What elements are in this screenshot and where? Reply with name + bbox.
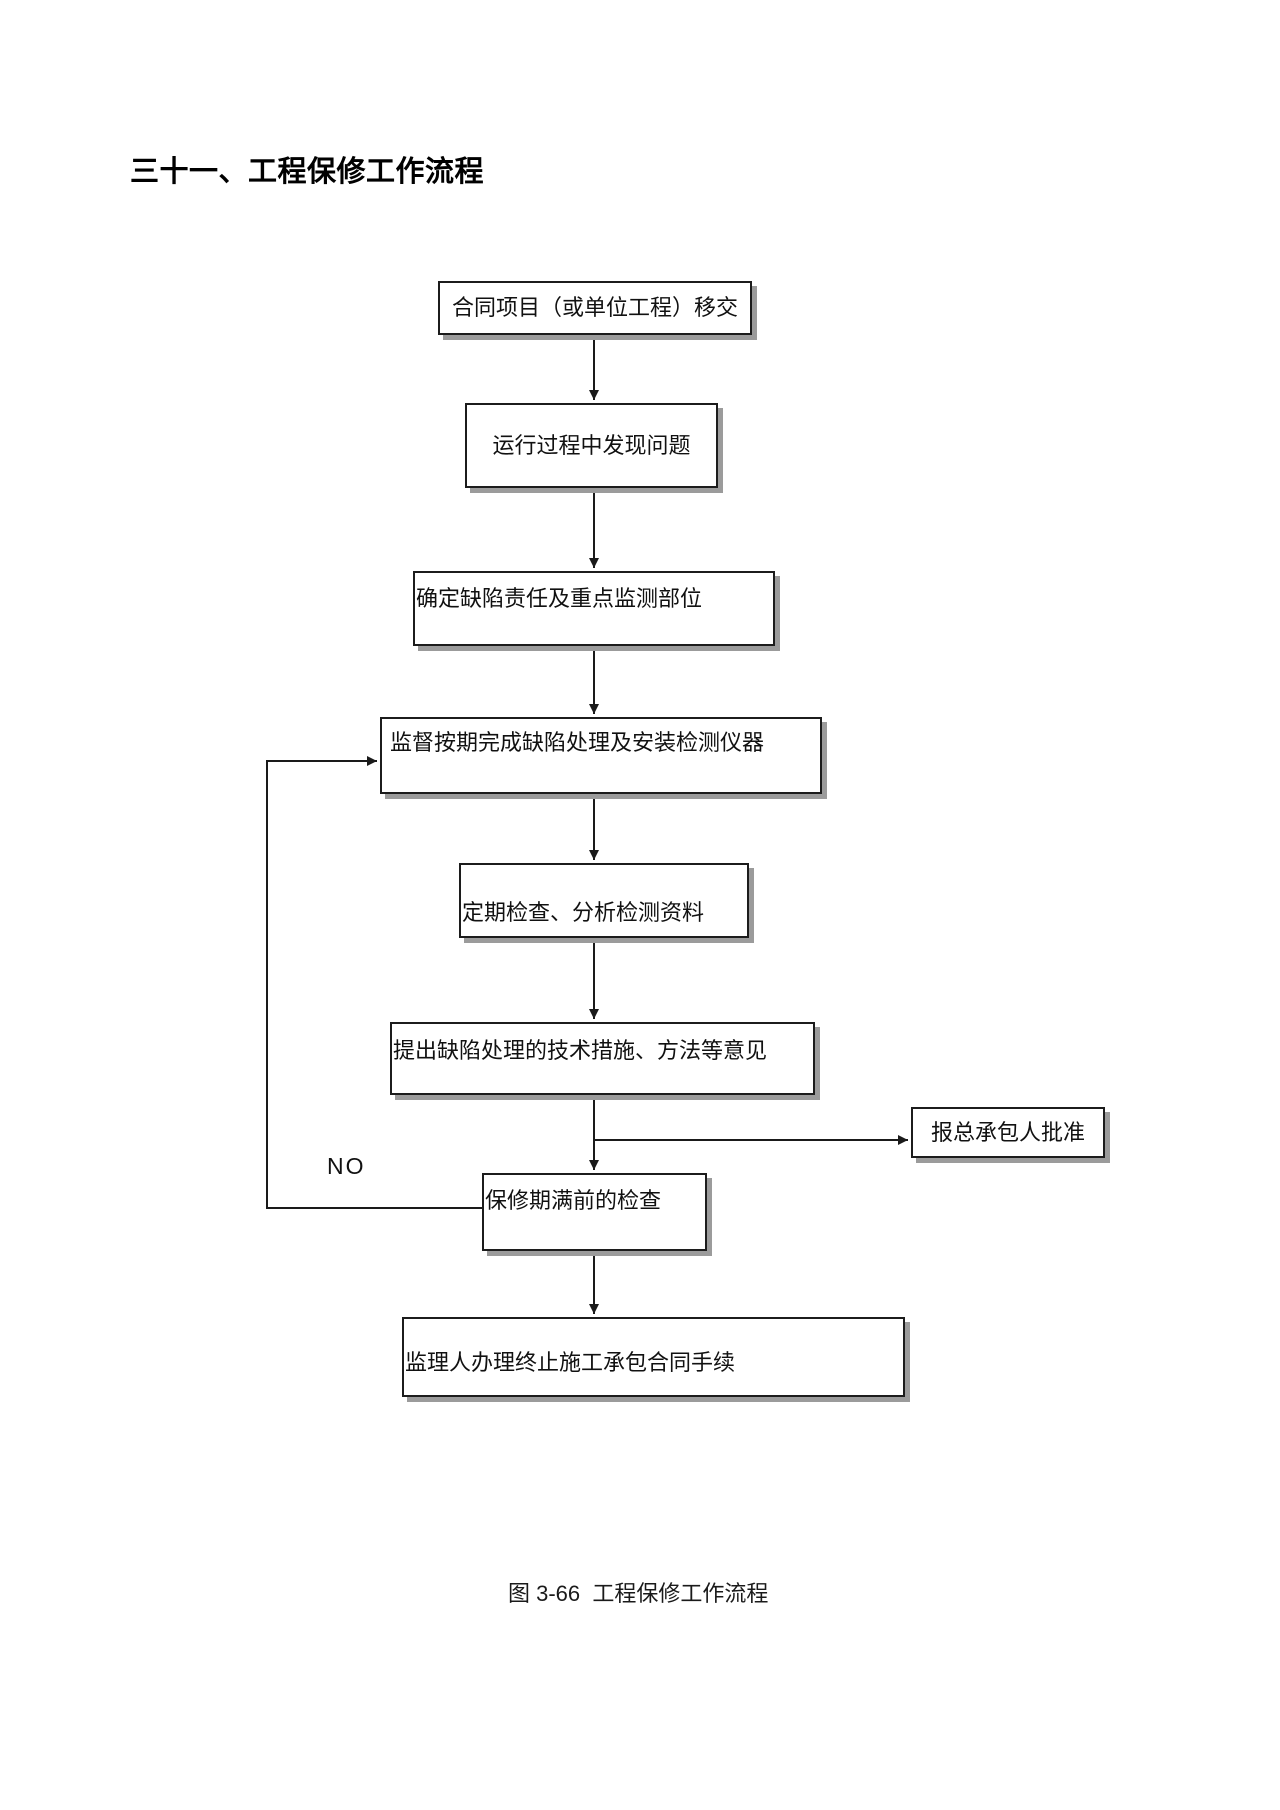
figure-caption: 图 3-66 工程保修工作流程	[508, 1581, 769, 1606]
flow-node-defect-responsibility: 确定缺陷责任及重点监测部位	[413, 571, 775, 646]
flow-node-contract-handover: 合同项目（或单位工程）移交	[438, 281, 752, 335]
flow-node-operation-issues: 运行过程中发现问题	[465, 403, 718, 488]
page-title: 三十一、工程保修工作流程	[130, 156, 485, 188]
flow-node-report-general-contractor: 报总承包人批准	[911, 1107, 1105, 1158]
flow-node-label: 监督按期完成缺陷处理及安装检测仪器	[390, 730, 765, 755]
flow-node-supervise-defect-processing: 监督按期完成缺陷处理及安装检测仪器	[380, 717, 822, 794]
no-branch-label: NO	[327, 1153, 366, 1179]
flow-node-label: 监理人办理终止施工承包合同手续	[405, 1350, 736, 1375]
flow-node-pre-expiry-inspection: 保修期满前的检查	[482, 1173, 707, 1251]
no-loop-connector	[266, 756, 482, 1209]
flow-node-technical-measures: 提出缺陷处理的技术措施、方法等意见	[390, 1022, 815, 1095]
flow-node-terminate-contract: 监理人办理终止施工承包合同手续	[402, 1317, 905, 1397]
flow-node-periodic-inspection: 定期检查、分析检测资料	[459, 863, 749, 938]
flow-node-label: 保修期满前的检查	[485, 1188, 662, 1213]
flow-node-label: 合同项目（或单位工程）移交	[451, 295, 738, 320]
flow-node-label: 报总承包人批准	[930, 1119, 1085, 1145]
flow-node-label: 提出缺陷处理的技术措施、方法等意见	[393, 1038, 768, 1063]
flow-node-label: 运行过程中发现问题	[492, 432, 691, 458]
flow-node-label: 定期检查、分析检测资料	[462, 900, 705, 925]
flow-node-label: 确定缺陷责任及重点监测部位	[416, 586, 703, 611]
